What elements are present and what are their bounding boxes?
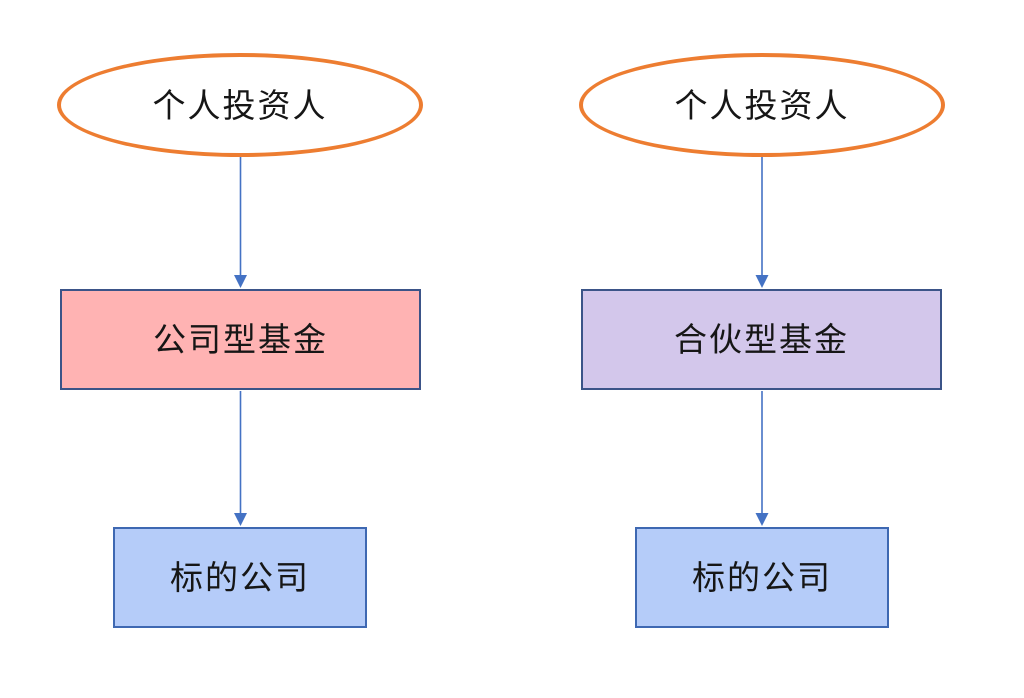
- arrowhead-left-bottom-icon: [234, 513, 247, 526]
- node-individual-investor-left: 个人投资人: [57, 53, 423, 157]
- node-corporate-fund: 公司型基金: [60, 289, 421, 390]
- node-label: 标的公司: [692, 558, 832, 597]
- node-individual-investor-right: 个人投资人: [579, 53, 945, 157]
- node-partnership-fund: 合伙型基金: [581, 289, 942, 390]
- node-label: 个人投资人: [674, 85, 850, 125]
- node-label: 标的公司: [170, 558, 310, 597]
- arrowhead-right-top-icon: [755, 275, 769, 288]
- arrowhead-right-bottom-icon: [755, 513, 769, 526]
- arrowhead-left-top-icon: [234, 275, 247, 288]
- node-label: 合伙型基金: [674, 320, 849, 359]
- node-label: 公司型基金: [153, 320, 328, 359]
- node-target-company-right: 标的公司: [635, 527, 889, 628]
- node-label: 个人投资人: [152, 85, 328, 125]
- node-target-company-left: 标的公司: [113, 527, 367, 628]
